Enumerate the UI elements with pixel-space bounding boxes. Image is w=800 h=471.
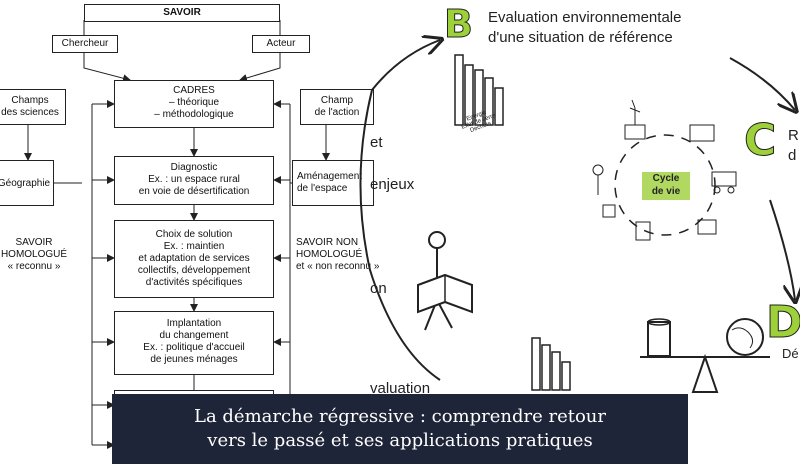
cycle-label: Cycle de vie	[651, 173, 681, 197]
letter-b: B	[444, 2, 474, 46]
caption-line-1: La démarche régressive : comprendre reto…	[193, 406, 606, 427]
champs-sciences-box: Champs des sciences	[0, 89, 66, 125]
savoir-homologue-label: SAVOIR HOMOLOGUÉ « reconnu »	[0, 237, 68, 272]
letter-d: D	[766, 297, 800, 348]
letter-c: C	[743, 115, 777, 166]
caption-banner: La démarche régressive : comprendre reto…	[112, 394, 688, 464]
enjeux-label: enjeux	[370, 176, 415, 193]
geographie-box: Géographie	[0, 160, 54, 206]
choix-solution-box: Choix de solution Ex. : maintien et adap…	[114, 220, 274, 298]
implantation-box: Implantation du changement Ex. : politiq…	[114, 311, 274, 375]
fragment-et: et	[370, 134, 383, 151]
savoir-non-homologue-label: SAVOIR NON HOMOLOGUÉ et « non reconnu »	[296, 237, 380, 272]
fragment-on: on	[370, 280, 387, 297]
savoir-box: SAVOIR	[84, 4, 280, 22]
left-diagram-connectors	[24, 20, 330, 449]
caption-line-2: vers le passé et ses applications pratiq…	[207, 430, 593, 451]
evaluation-bottom: valuation	[370, 380, 431, 397]
acteur-box: Acteur	[252, 35, 310, 53]
letter-c-text: R d	[788, 127, 799, 164]
chercheur-box: Chercheur	[52, 35, 118, 53]
evaluation-title: Evaluation environnementale d'une situat…	[488, 9, 682, 46]
diagnostic-box: Diagnostic Ex. : un espace rural en voie…	[114, 156, 274, 205]
cadres-box: CADRES – théorique – méthodologique	[114, 80, 274, 128]
champ-action-box: Champ de l'action	[300, 89, 374, 125]
letter-d-text: Dé	[782, 346, 799, 361]
